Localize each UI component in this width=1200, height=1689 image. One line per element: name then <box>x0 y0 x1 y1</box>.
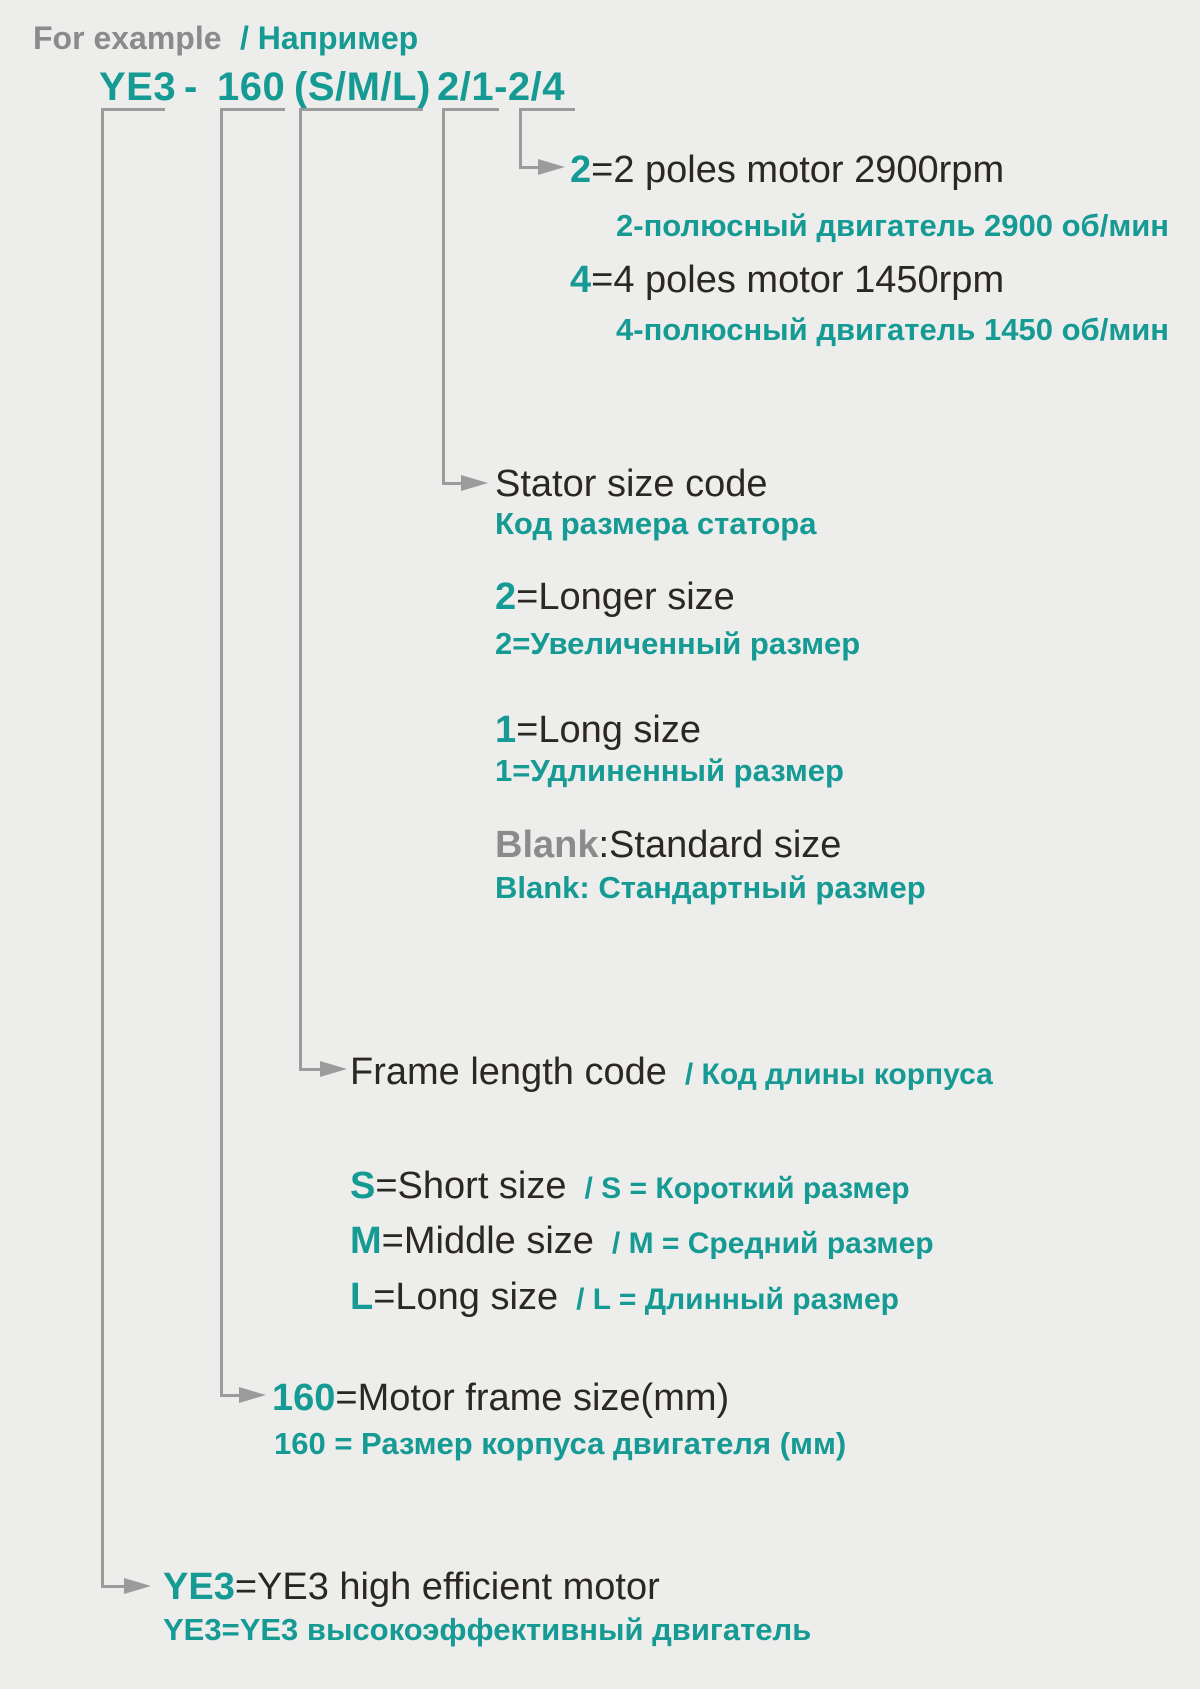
series-en: YE3=YE3 high efficient motor <box>163 1565 660 1609</box>
connector-stator-vline <box>442 108 445 485</box>
connector-frame-size-hline <box>220 108 285 111</box>
stator-item-blank-ru: Blank: Стандартный размер <box>495 870 926 905</box>
stator-title-ru: Код размера статора <box>495 506 817 541</box>
connector-series-hline <box>101 108 165 111</box>
example-label-ru: / Например <box>239 20 419 56</box>
example-label-en: For example <box>33 20 222 56</box>
poles-item-4-en: 4=4 poles motor 1450rpm <box>570 258 1004 302</box>
right-arrow-icon <box>461 475 488 491</box>
stator-item-2-desc: =Longer size <box>516 576 735 618</box>
right-arrow-icon <box>124 1578 151 1594</box>
model-segment-poles: 2/1-2/4 <box>437 65 566 109</box>
frame-size-code: 160 <box>272 1377 336 1419</box>
stator-item-1-en: 1=Long size <box>495 708 701 752</box>
frame-size-en: 160=Motor frame size(mm) <box>272 1376 729 1420</box>
connector-series-vline <box>101 108 104 1588</box>
frame-length-item-s-ru: / S = Короткий размер <box>584 1172 910 1205</box>
stator-item-2-ru: 2=Увеличенный размер <box>495 626 861 661</box>
frame-length-item-l: L=Long size / L = Длинный размер <box>350 1275 899 1322</box>
frame-length-item-m-code: M <box>350 1220 382 1262</box>
connector-frame-length-shaft <box>299 1068 321 1071</box>
right-arrow-icon <box>320 1061 347 1077</box>
series-ru: YE3=YE3 высокоэффективный двигатель <box>163 1612 812 1647</box>
frame-length-item-m-desc: =Middle size <box>381 1220 594 1262</box>
stator-item-1-desc: =Long size <box>516 709 702 751</box>
frame-length-item-s-code: S <box>350 1165 376 1207</box>
frame-length-item-m: M=Middle size / M = Средний размер <box>350 1219 934 1266</box>
poles-item-2-desc: =2 poles motor 2900rpm <box>591 149 1005 191</box>
connector-poles-vline <box>519 108 522 169</box>
stator-title-en: Stator size code <box>495 463 768 505</box>
model-segment-series: YE3 <box>99 65 177 109</box>
frame-length-item-m-ru: / M = Средний размер <box>611 1227 934 1260</box>
poles-item-4-desc: =4 poles motor 1450rpm <box>591 259 1005 301</box>
poles-item-2-code: 2 <box>570 149 592 191</box>
stator-item-2-en: 2=Longer size <box>495 575 735 619</box>
stator-item-2-code: 2 <box>495 576 517 618</box>
right-arrow-icon <box>538 159 565 175</box>
right-arrow-icon <box>239 1387 266 1403</box>
frame-length-item-l-ru: / L = Длинный размер <box>576 1283 899 1316</box>
frame-length-item-l-code: L <box>350 1276 374 1318</box>
poles-item-2-en: 2=2 poles motor 2900rpm <box>570 148 1004 192</box>
frame-length-title-ru: / Код длины корпуса <box>684 1058 993 1091</box>
frame-length-item-l-desc: =Long size <box>373 1276 559 1318</box>
model-segment-dash: - <box>184 65 198 109</box>
frame-size-ru: 160 = Размер корпуса двигателя (мм) <box>274 1426 847 1461</box>
connector-frame-length-vline <box>299 108 302 1071</box>
stator-item-blank-en: Blank:Standard size <box>495 823 841 867</box>
series-code: YE3 <box>163 1566 235 1608</box>
example-header: For example / Например <box>33 20 418 57</box>
poles-item-4-ru: 4-полюсный двигатель 1450 об/мин <box>616 312 1170 347</box>
stator-item-1-ru: 1=Удлиненный размер <box>495 753 844 788</box>
frame-length-title-en: Frame length code <box>350 1051 667 1093</box>
frame-length-title: Frame length code / Код длины корпуса <box>350 1050 993 1097</box>
connector-series-shaft <box>101 1585 125 1588</box>
frame-size-desc: =Motor frame size(mm) <box>335 1377 730 1419</box>
poles-item-4-code: 4 <box>570 259 592 301</box>
model-segment-frame-size: 160 <box>217 65 286 109</box>
frame-length-item-s: S=Short size / S = Короткий размер <box>350 1164 910 1211</box>
series-desc: =YE3 high efficient motor <box>234 1566 660 1608</box>
stator-item-blank-code: Blank <box>495 824 599 866</box>
stator-item-blank-desc: :Standard size <box>598 824 842 866</box>
stator-item-1-code: 1 <box>495 709 517 751</box>
frame-length-item-s-desc: =Short size <box>375 1165 567 1207</box>
connector-frame-length-hline <box>299 108 423 111</box>
connector-poles-hline <box>519 108 575 111</box>
connector-stator-shaft <box>442 482 462 485</box>
poles-item-2-ru: 2-полюсный двигатель 2900 об/мин <box>616 208 1170 243</box>
model-segment-frame-length: (S/M/L) <box>294 65 431 109</box>
connector-frame-size-vline <box>220 108 223 1397</box>
connector-stator-hline <box>442 108 499 111</box>
connector-frame-size-shaft <box>220 1394 240 1397</box>
connector-poles-shaft <box>519 166 539 169</box>
